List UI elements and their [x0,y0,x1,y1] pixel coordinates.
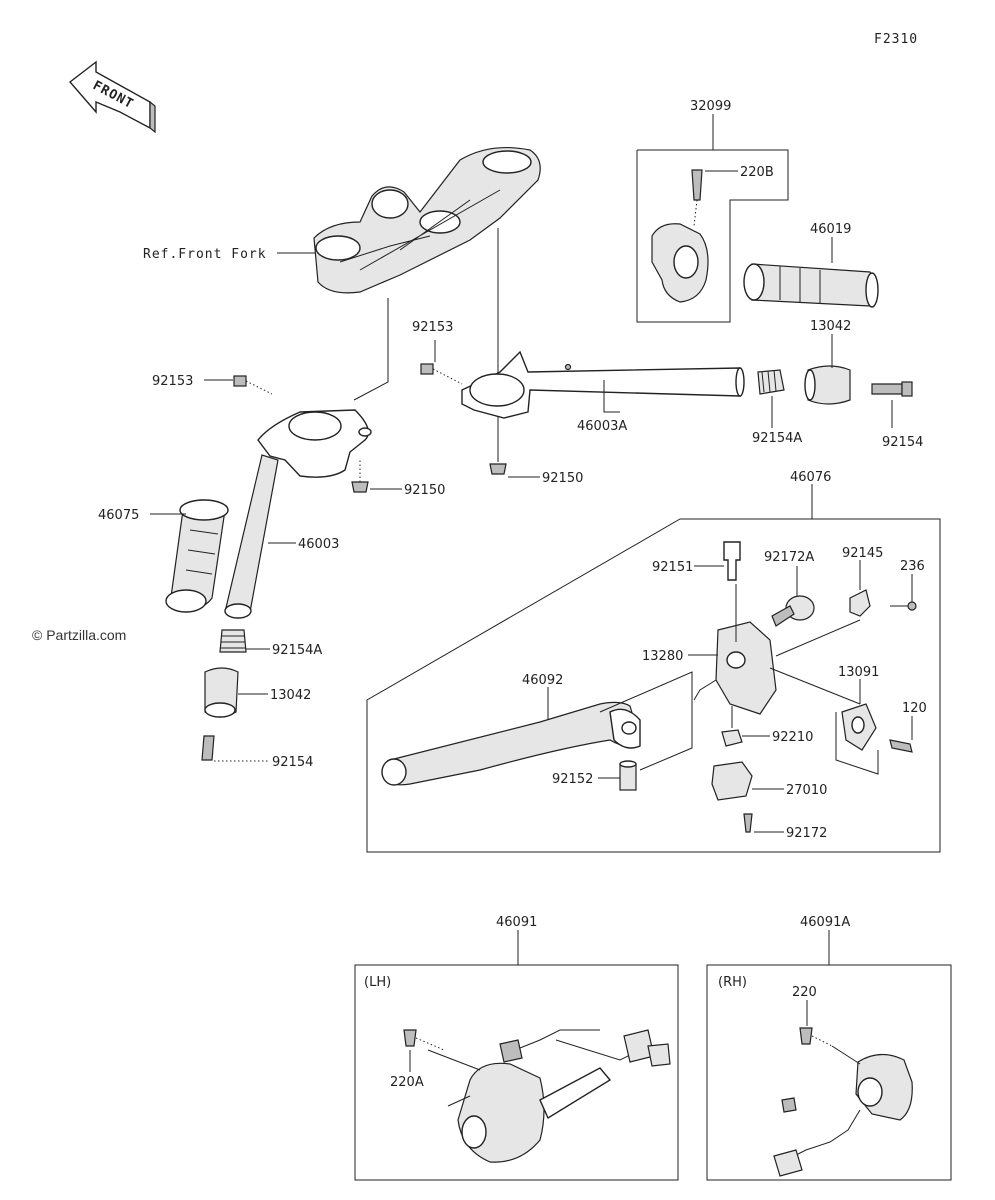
label-220A: 220A [390,1075,424,1090]
label-92150-left: 92150 [404,483,445,498]
label-27010: 27010 [786,783,827,798]
watermark: © Partzilla.com [32,627,126,643]
label-32099: 32099 [690,99,731,114]
bolt-120 [889,739,913,753]
throttle-assembly-box [636,149,789,323]
right-bolt-92153 [420,363,463,385]
label-236: 236 [900,559,925,574]
left-grip-46075 [165,499,229,613]
front-arrow-icon: FRONT [68,60,156,134]
label-92152: 92152 [552,772,593,787]
label-46003: 46003 [298,537,339,552]
label-13280: 13280 [642,649,683,664]
nut-92210 [721,729,743,747]
collar-92152 [619,760,637,791]
clutch-lever-46092 [381,701,641,786]
screw-220 [799,1027,861,1065]
clamp-13091 [841,703,877,751]
diagram-code: F2310 [874,32,918,47]
right-weight-13042 [804,365,851,405]
left-weight-92154A [219,629,247,653]
left-bolt-92153 [233,375,273,395]
label-92153-top: 92153 [412,320,453,335]
adjuster-92172A [771,595,815,627]
right-weight-92154A [757,369,785,395]
clutch-assembly-box [366,518,941,853]
label-13042-left: 13042 [270,688,311,703]
left-weight-13042 [204,667,239,718]
right-switch-box [706,964,952,1181]
label-220B: 220B [740,165,774,180]
left-handlebar-switch [457,1029,671,1163]
label-220: 220 [792,985,817,1000]
throttle-screw-220B [691,169,703,227]
label-46076: 46076 [790,470,831,485]
label-46075: 46075 [98,508,139,523]
label-92210: 92210 [772,730,813,745]
right-screw-92154 [871,381,913,397]
left-switch-box [354,964,679,1181]
label-46091A: 46091A [800,915,850,930]
label-13042-top: 13042 [810,319,851,334]
switch-27010 [711,761,753,801]
screw-236 [890,601,917,611]
label-46019: 46019 [810,222,851,237]
label-lh: (LH) [364,975,391,990]
label-120: 120 [902,701,927,716]
right-bolt-92150 [489,463,507,475]
throttle-housing [651,223,709,303]
right-handlebar-switch [773,1053,913,1177]
right-handlebar-46003A [461,350,745,419]
clutch-perch-13280 [693,621,777,715]
screw-220A [403,1029,481,1107]
right-grip-46019 [743,263,879,308]
label-92154A-left: 92154A [272,643,322,658]
label-92172A: 92172A [764,550,814,565]
left-bolt-92150 [351,460,369,493]
label-92154-top: 92154 [882,435,923,450]
bolt-92151 [723,541,741,581]
label-92153-left: 92153 [152,374,193,389]
left-handlebar-46003 [224,409,372,619]
label-46091: 46091 [496,915,537,930]
label-92154-left: 92154 [272,755,313,770]
screw-92172 [743,813,753,833]
label-rh: (RH) [718,975,747,990]
label-13091: 13091 [838,665,879,680]
label-46092: 46092 [522,673,563,688]
label-92154A-top: 92154A [752,431,802,446]
label-92145: 92145 [842,546,883,561]
label-92151: 92151 [652,560,693,575]
top-triple-clamp [313,146,541,294]
left-screw-92154 [201,735,215,761]
bracket-92145 [849,589,871,617]
label-92172: 92172 [786,826,827,841]
label-92150-mid: 92150 [542,471,583,486]
ref-front-fork-label: Ref.Front Fork [143,247,267,262]
label-46003A: 46003A [577,419,627,434]
